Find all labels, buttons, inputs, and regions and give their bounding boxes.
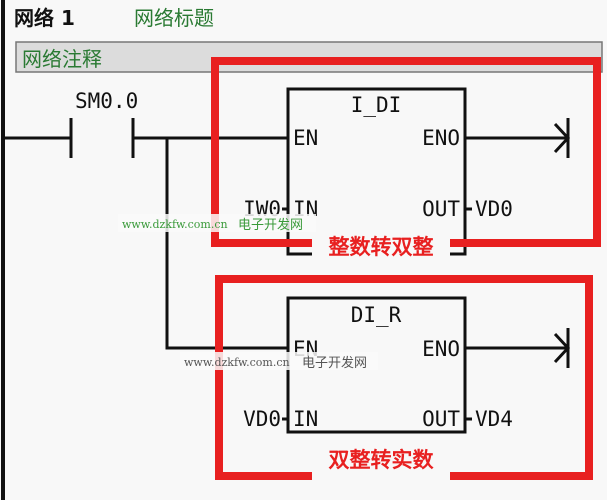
- block-name: DI_R: [351, 303, 402, 327]
- out-operand[interactable]: VD0: [475, 197, 513, 221]
- eno-coil-arrow-icon: [465, 118, 571, 158]
- svg-text:电子开发网: 电子开发网: [238, 217, 303, 233]
- watermark: www.dzkfw.com.cn 电子开发网: [118, 214, 316, 233]
- pin-out: OUT: [422, 197, 460, 221]
- pin-out: OUT: [422, 407, 460, 431]
- network-comment: 网络注释: [22, 47, 102, 71]
- in-operand[interactable]: VD0: [243, 407, 281, 431]
- watermark: www.dzkfw.com.cn 电子开发网: [180, 352, 378, 371]
- pin-eno: ENO: [422, 337, 460, 361]
- branch-wire: [165, 138, 288, 350]
- svg-text:电子开发网: 电子开发网: [302, 355, 367, 371]
- network-label: 网络 1: [14, 6, 75, 30]
- annotation-2: 双整转实数: [329, 448, 435, 472]
- power-rail: [1, 0, 5, 500]
- label-bg: [312, 232, 450, 258]
- block-name: I_DI: [351, 93, 402, 117]
- svg-text:www.dzkfw.com.cn: www.dzkfw.com.cn: [184, 356, 290, 369]
- contact-sm0-0[interactable]: SM0.0: [5, 89, 138, 158]
- out-operand[interactable]: VD4: [475, 407, 513, 431]
- contact-address: SM0.0: [75, 89, 138, 113]
- network-title[interactable]: 网络标题: [134, 6, 214, 30]
- highlight-box-2: [215, 275, 593, 480]
- pin-eno: ENO: [422, 126, 460, 150]
- pin-in: IN: [293, 407, 318, 431]
- eno-coil-arrow-icon: [465, 328, 571, 368]
- pin-en: EN: [293, 126, 318, 150]
- label-bg: [312, 466, 450, 492]
- annotation-1: 整数转双整: [329, 235, 434, 259]
- svg-text:www.dzkfw.com.cn: www.dzkfw.com.cn: [122, 218, 228, 231]
